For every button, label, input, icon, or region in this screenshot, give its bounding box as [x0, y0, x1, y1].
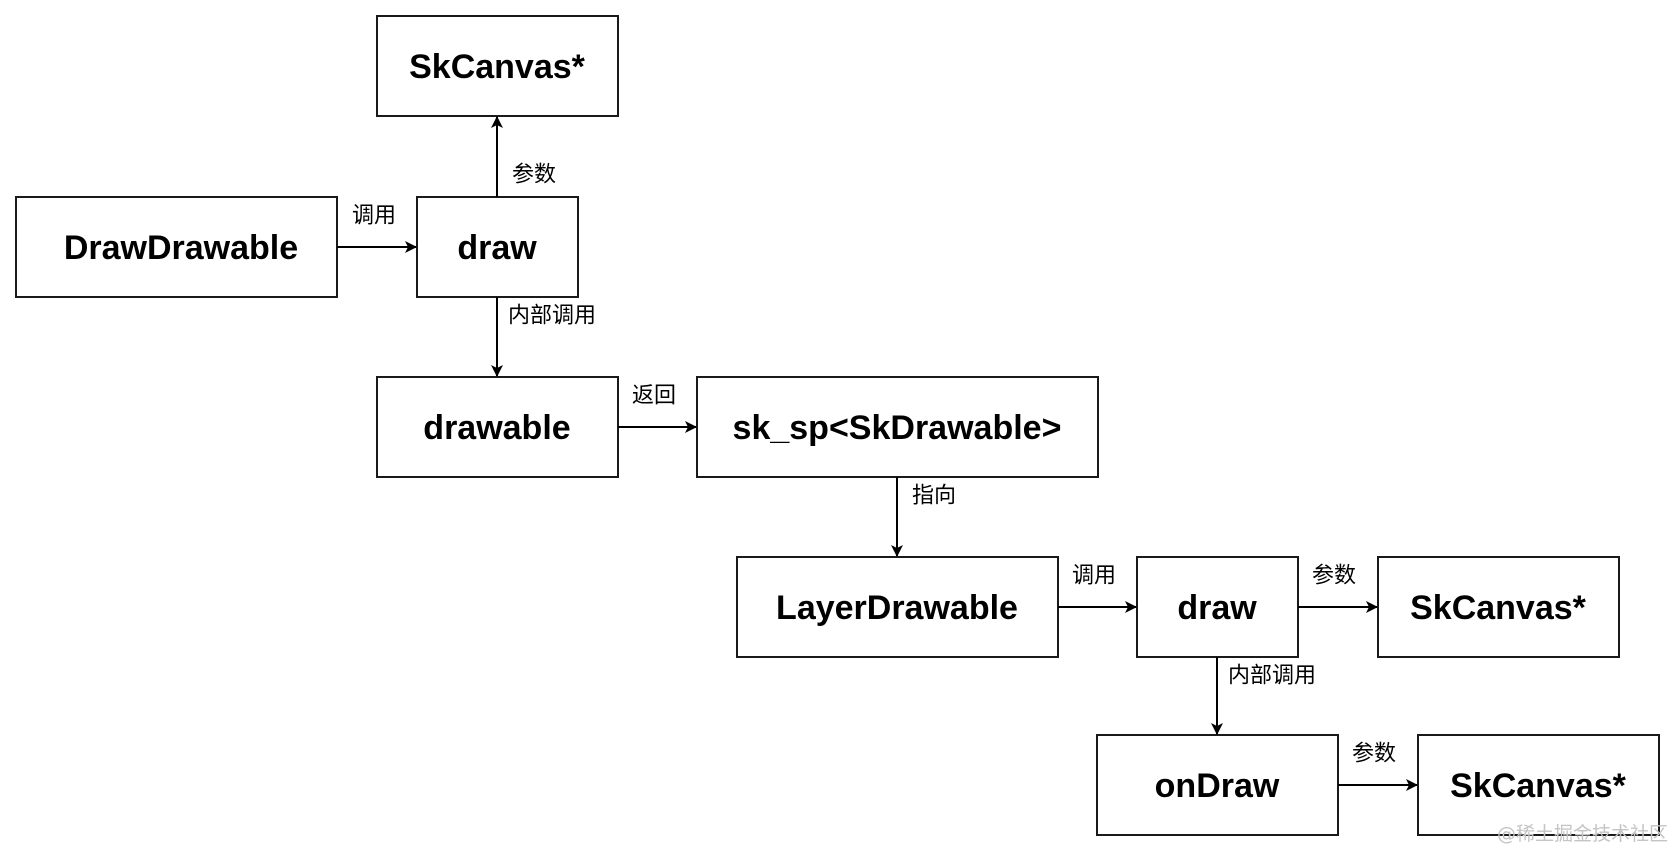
node-skcanvas-top-label: SkCanvas* [409, 48, 586, 86]
node-draw-bottom-label: draw [1177, 589, 1257, 627]
edge-label-call-1: 调用 [352, 204, 396, 229]
node-drawdrawable: DrawDrawable [15, 196, 338, 298]
edge-label-point-to: 指向 [912, 484, 956, 509]
node-drawable-label: drawable [423, 409, 570, 447]
watermark-text: @稀土掘金技术社区 [1497, 823, 1668, 845]
node-drawable: drawable [376, 376, 619, 478]
node-layerdrawable: LayerDrawable [736, 556, 1059, 658]
node-sk-sp-label: sk_sp<SkDrawable> [733, 409, 1062, 447]
node-skcanvas-top: SkCanvas* [376, 15, 619, 117]
node-skcanvas-bottom-label: SkCanvas* [1450, 767, 1627, 805]
node-ondraw-label: onDraw [1155, 767, 1280, 805]
node-draw-top-label: draw [457, 229, 537, 267]
node-skcanvas-mid-label: SkCanvas* [1410, 589, 1587, 627]
edge-label-param-2: 参数 [1312, 564, 1356, 589]
node-skcanvas-mid: SkCanvas* [1377, 556, 1620, 658]
node-draw-top: draw [416, 196, 579, 298]
edge-label-internal-call-1: 内部调用 [508, 304, 596, 329]
edge-label-internal-call-2: 内部调用 [1228, 664, 1316, 689]
node-draw-bottom: draw [1136, 556, 1299, 658]
node-skcanvas-bottom: SkCanvas* [1417, 734, 1660, 836]
node-sk-sp: sk_sp<SkDrawable> [696, 376, 1099, 478]
edge-label-return: 返回 [632, 384, 676, 409]
node-drawdrawable-label: DrawDrawable [64, 229, 298, 267]
node-layerdrawable-label: LayerDrawable [776, 589, 1018, 627]
edge-label-param-1: 参数 [512, 163, 556, 188]
edge-label-param-3: 参数 [1352, 742, 1396, 767]
node-ondraw: onDraw [1096, 734, 1339, 836]
edge-label-call-2: 调用 [1072, 564, 1116, 589]
